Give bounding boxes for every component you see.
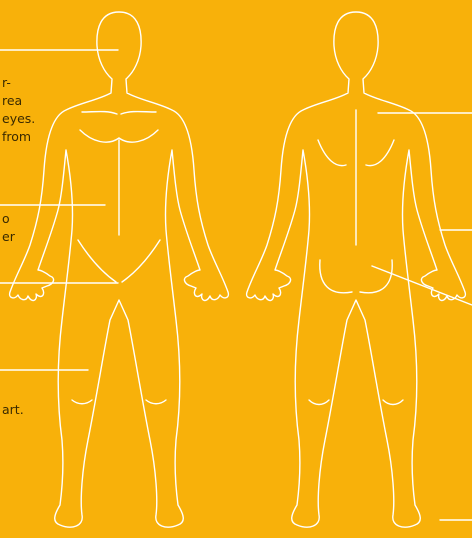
front-knee-right bbox=[146, 400, 166, 404]
back-figure bbox=[247, 12, 466, 527]
back-knee-right bbox=[383, 400, 403, 405]
back-figure-outline bbox=[247, 12, 466, 527]
front-figure bbox=[10, 12, 229, 527]
label-fragment-1: r- bbox=[2, 75, 11, 91]
label-fragment-2: rea bbox=[2, 93, 22, 109]
front-clavicle-right bbox=[121, 112, 156, 115]
front-hip-right bbox=[122, 240, 160, 282]
front-hip-left bbox=[78, 240, 116, 282]
label-fragment-3: eyes. bbox=[2, 111, 35, 127]
back-scapula-right bbox=[366, 140, 394, 166]
front-figure-outline bbox=[10, 12, 229, 527]
front-clavicle-left bbox=[82, 112, 117, 115]
label-fragment-6: er bbox=[2, 229, 15, 245]
back-knee-left bbox=[309, 400, 329, 405]
back-gluteal-left bbox=[320, 260, 352, 293]
front-knee-left bbox=[72, 400, 92, 404]
label-fragment-5: o bbox=[2, 211, 10, 227]
back-scapula-left bbox=[318, 140, 346, 166]
label-fragment-4: from bbox=[2, 129, 31, 145]
label-fragment-7: art. bbox=[2, 402, 24, 418]
back-gluteal-right bbox=[360, 260, 392, 293]
